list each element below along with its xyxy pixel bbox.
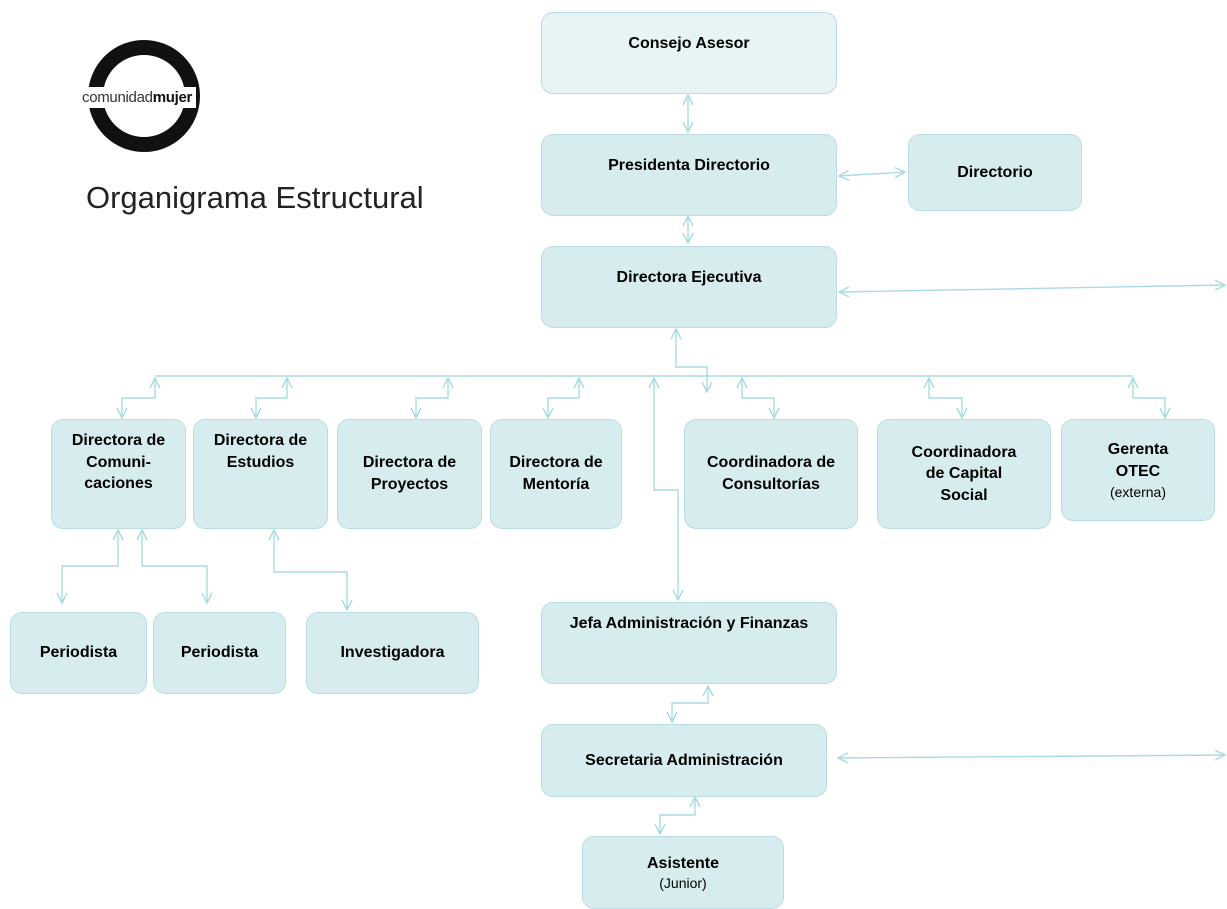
logo-wordmark-light: comunidad <box>82 89 153 106</box>
node-gerenta-otec-note: (externa) <box>1109 483 1167 500</box>
node-asistente-label: Asistente <box>646 854 720 872</box>
connector-bus-otec <box>1133 378 1165 418</box>
node-directorio: Directorio <box>908 134 1082 211</box>
node-jefa-administracion-finanzas: Jefa Administración y Finanzas <box>541 602 837 684</box>
node-periodista-2: Periodista <box>153 612 286 694</box>
node-coordinadora-consultorias: Coordinadora de Consultorías <box>684 419 858 529</box>
connector-secretaria-asistente <box>660 797 695 834</box>
connector-comunicaciones-periodista-1 <box>62 530 118 603</box>
connector-bus-proyectos <box>416 378 448 418</box>
node-coordinadora-capital-social: Coordinadora de Capital Social <box>877 419 1051 529</box>
node-gerenta-otec-label: Gerenta OTEC <box>1107 441 1169 480</box>
connector-bus-capital <box>929 378 962 418</box>
node-directora-mentoria: Directora de Mentoría <box>490 419 622 529</box>
node-consejo-asesor: Consejo Asesor <box>541 12 837 94</box>
connector-bus-jefa <box>654 378 678 600</box>
node-investigadora: Investigadora <box>306 612 479 694</box>
node-periodista-1-label: Periodista <box>39 644 118 662</box>
node-jefa-administracion-finanzas-label: Jefa Administración y Finanzas <box>569 615 809 632</box>
node-directora-estudios: Directora de Estudios <box>193 419 328 529</box>
node-investigadora-label: Investigadora <box>340 644 445 662</box>
logo-wordmark: comunidadmujer <box>78 87 197 108</box>
node-directora-ejecutiva-label: Directora Ejecutiva <box>616 269 762 286</box>
node-presidenta-directorio: Presidenta Directorio <box>541 134 837 216</box>
comunidadmujer-logo: comunidadmujer <box>78 40 258 170</box>
node-consejo-asesor-label: Consejo Asesor <box>628 35 750 52</box>
connector-bus-comunicaciones <box>122 378 155 418</box>
node-asistente-note: (Junior) <box>659 875 707 892</box>
node-directora-proyectos-label: Directora de Proyectos <box>362 454 457 493</box>
node-directorio-label: Directorio <box>957 163 1033 181</box>
logo-wordmark-bold: mujer <box>152 89 193 106</box>
node-directora-mentoria-label: Directora de Mentoría <box>509 454 603 493</box>
node-gerenta-otec: Gerenta OTEC (externa) <box>1061 419 1215 521</box>
connector-comunicaciones-periodista-2 <box>142 530 207 603</box>
node-presidenta-directorio-label: Presidenta Directorio <box>608 157 770 174</box>
node-asistente: Asistente (Junior) <box>582 836 784 909</box>
connector-presidenta-directorio <box>839 172 905 176</box>
connector-secretaria-right <box>838 755 1225 758</box>
connector-ejecutiva-right <box>839 285 1225 292</box>
page-title: Organigrama Estructural <box>86 180 424 215</box>
node-directora-estudios-label: Directora de Estudios <box>213 432 308 471</box>
node-directora-comunicaciones-label: Directora de Comuni-caciones <box>71 432 166 493</box>
node-secretaria-administracion: Secretaria Administración <box>541 724 827 797</box>
connector-jefa-secretaria <box>672 686 708 722</box>
node-coordinadora-capital-social-label: Coordinadora de Capital Social <box>911 443 1017 504</box>
connector-bus-consultorias <box>742 378 774 418</box>
node-coordinadora-consultorias-label: Coordinadora de Consultorías <box>706 454 835 493</box>
node-directora-ejecutiva: Directora Ejecutiva <box>541 246 837 328</box>
node-periodista-2-label: Periodista <box>180 644 259 662</box>
connector-bus-estudios <box>256 378 287 418</box>
node-secretaria-administracion-label: Secretaria Administración <box>585 751 783 769</box>
connector-bus-mentoria <box>548 378 579 418</box>
connector-estudios-investigadora <box>274 530 347 610</box>
node-periodista-1: Periodista <box>10 612 147 694</box>
node-directora-comunicaciones: Directora de Comuni-caciones <box>51 419 186 529</box>
node-directora-proyectos: Directora de Proyectos <box>337 419 482 529</box>
connector-ejecutiva-bus <box>676 329 707 392</box>
